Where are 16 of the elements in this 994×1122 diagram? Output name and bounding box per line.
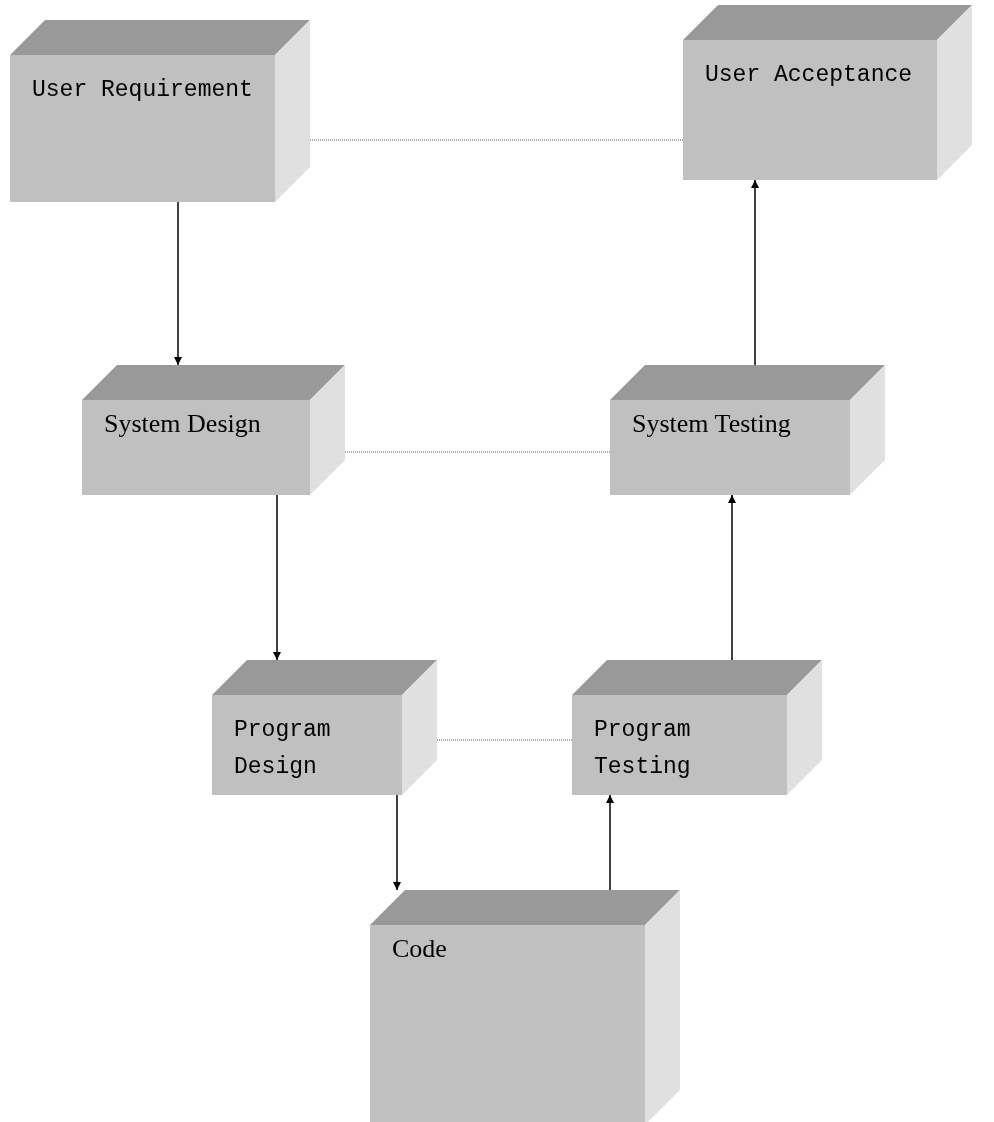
- arrow: [606, 794, 614, 891]
- box-label: User Acceptance: [705, 60, 914, 90]
- arrow: [751, 179, 759, 366]
- dotted-connector: [309, 139, 684, 141]
- box-label: System Design: [104, 408, 262, 440]
- dotted-connector: [436, 739, 573, 741]
- arrow: [174, 201, 182, 366]
- arrow: [393, 794, 401, 891]
- arrow: [728, 494, 736, 661]
- box-label: Code: [392, 933, 448, 965]
- box-label: User Requirement: [32, 75, 254, 105]
- box-label: Program Design: [234, 715, 332, 783]
- box-label: Program Testing: [594, 715, 692, 783]
- dotted-connector: [344, 451, 611, 453]
- box-label: System Testing: [632, 408, 792, 440]
- arrow: [273, 494, 281, 661]
